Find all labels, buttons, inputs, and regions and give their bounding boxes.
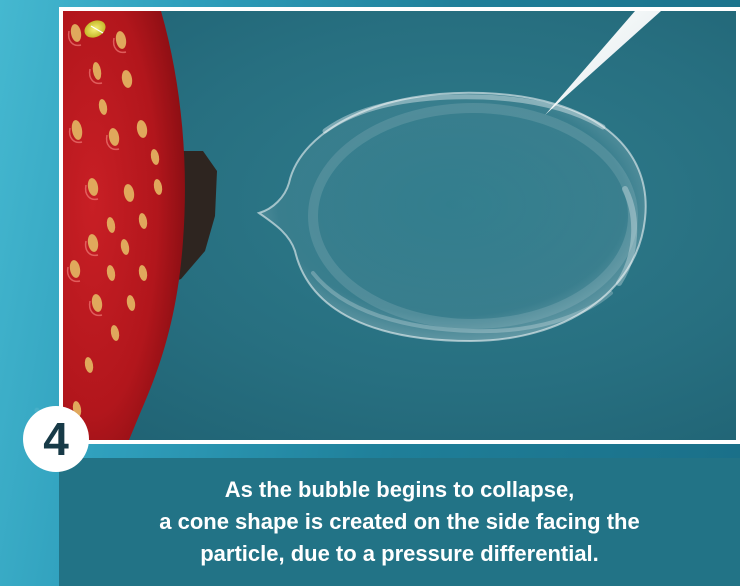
illustration-panel (59, 7, 740, 444)
cone-pointer (545, 11, 661, 115)
caption-line: a cone shape is created on the side faci… (59, 506, 740, 538)
caption-text: As the bubble begins to collapse, a cone… (59, 474, 740, 570)
bubble-collapse-illustration (63, 11, 736, 440)
caption-line: particle, due to a pressure differential… (59, 538, 740, 570)
step-number-badge: 4 (23, 406, 89, 472)
underwater-scene (63, 11, 736, 440)
caption-line: As the bubble begins to collapse, (59, 474, 740, 506)
caption-band: As the bubble begins to collapse, a cone… (59, 458, 740, 586)
